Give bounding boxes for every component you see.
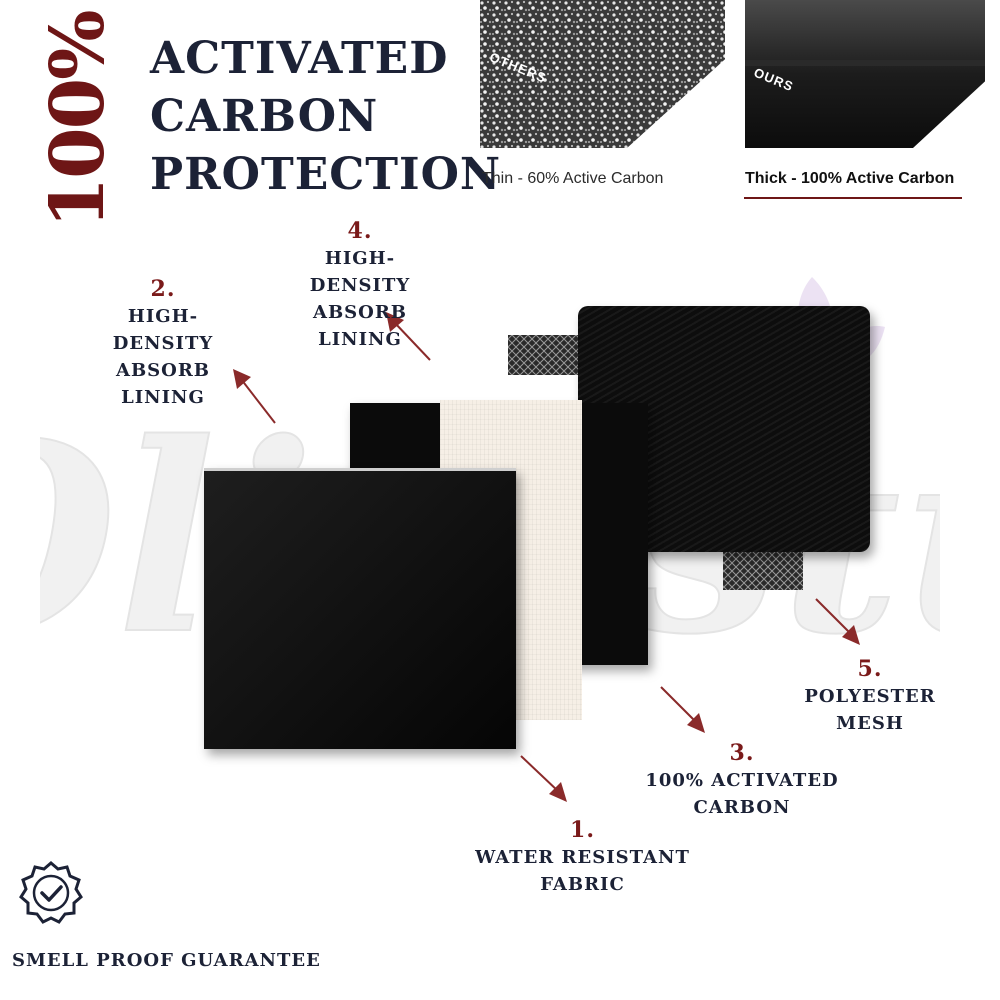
callout-1-line-2: FABRIC	[540, 874, 625, 895]
callout-5-line-1: POLYESTER	[804, 686, 936, 707]
headline-line-3: PROTECTION	[150, 149, 502, 200]
headline-line-1: ACTIVATED	[150, 33, 449, 84]
callout-1-line-1: WATER RESISTANT	[475, 847, 690, 868]
callout-2-line-2: ABSORB LINING	[115, 360, 211, 408]
callout-5-line-2: MESH	[836, 713, 904, 734]
percent-text: 100%	[35, 11, 121, 229]
arrow-layer-5	[815, 598, 860, 645]
callout-layer-5: 5. POLYESTER MESH	[790, 656, 950, 737]
arrow-layer-3	[660, 686, 705, 733]
callout-layer-3: 3. 100% ACTIVATED CARBON	[642, 740, 842, 821]
guarantee-label: SMELL PROOF GUARANTEE	[12, 950, 321, 971]
check-badge-icon	[19, 861, 83, 924]
ours-swatch: OURS	[745, 0, 985, 148]
callout-4-line-2: ABSORB LINING	[312, 302, 408, 350]
arrow-layer-4	[386, 312, 431, 361]
ours-caption-underline	[744, 197, 962, 199]
callout-3-line-1: 100% ACTIVATED	[645, 770, 839, 791]
callout-layer-4: 4. HIGH-DENSITY ABSORB LINING	[275, 218, 445, 353]
arrow-layer-2	[233, 369, 276, 424]
callout-3-number: 3.	[729, 740, 755, 766]
headline: ACTIVATED CARBON PROTECTION	[150, 30, 501, 204]
others-swatch: OTHERS	[480, 0, 725, 148]
callout-layer-2: 2. HIGH-DENSITY ABSORB LINING	[78, 276, 248, 411]
callout-4-line-1: HIGH-DENSITY	[309, 248, 411, 296]
callout-2-line-1: HIGH-DENSITY	[112, 306, 214, 354]
callout-5-number: 5.	[857, 656, 883, 682]
callout-4-number: 4.	[347, 218, 373, 244]
callout-1-number: 1.	[570, 817, 595, 843]
others-caption: Thin - 60% Active Carbon	[482, 170, 664, 187]
callout-3-line-2: CARBON	[693, 797, 791, 818]
ours-caption: Thick - 100% Active Carbon	[745, 170, 955, 187]
arrow-layer-1	[520, 755, 567, 802]
percent-badge: 100%	[8, 12, 148, 229]
callout-layer-1: 1. WATER RESISTANT FABRIC	[475, 817, 690, 898]
headline-line-2: CARBON	[150, 91, 379, 142]
layer-1-panel	[204, 468, 516, 749]
callout-2-number: 2.	[150, 276, 176, 302]
